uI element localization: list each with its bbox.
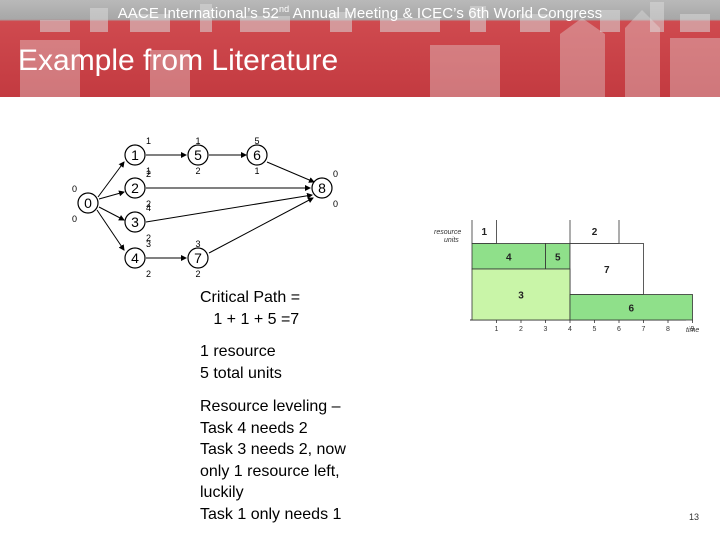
node-late-value: 0 bbox=[333, 199, 338, 209]
node-8: 80 0 bbox=[312, 169, 338, 209]
task-block-label: 2 bbox=[592, 227, 598, 238]
x-tick-label: 8 bbox=[666, 326, 670, 333]
x-tick-label: 5 bbox=[593, 326, 597, 333]
task-block-6: 6 bbox=[570, 295, 693, 321]
node-0: 000 bbox=[72, 184, 98, 224]
task-block-2: 2 bbox=[570, 220, 619, 244]
node-late-value: 2 bbox=[195, 166, 200, 176]
x-tick-label: 1 bbox=[495, 326, 499, 333]
node-6: 65 1 bbox=[247, 136, 267, 176]
y-axis-label-resource: resource bbox=[434, 229, 461, 236]
task-block-7: 7 bbox=[570, 244, 644, 295]
x-tick-label: 9 bbox=[691, 326, 695, 333]
task-block-label: 6 bbox=[628, 303, 634, 314]
task-block-label: 4 bbox=[506, 252, 512, 263]
node-early-value: 0 bbox=[333, 169, 338, 179]
header-banner: AACE International’s 52nd Annual Meeting… bbox=[0, 0, 720, 97]
edge-0-1 bbox=[98, 162, 124, 197]
conference-title: AACE International’s 52nd Annual Meeting… bbox=[0, 4, 720, 22]
node-label: 1 bbox=[131, 147, 139, 163]
task-block-1: 1 bbox=[472, 220, 497, 244]
x-tick-label: 3 bbox=[544, 326, 548, 333]
node-label: 8 bbox=[318, 180, 326, 196]
node-5: 51 2 bbox=[188, 136, 208, 176]
critical-path-text: Critical Path = 1 + 1 + 5 =7 bbox=[200, 287, 300, 330]
node-7: 73 2 bbox=[188, 239, 208, 277]
node-label: 0 bbox=[84, 195, 92, 211]
edge-6-8 bbox=[267, 162, 314, 182]
task-block-label: 5 bbox=[555, 252, 561, 263]
task-block-label: 3 bbox=[518, 291, 524, 302]
node-label: 2 bbox=[131, 180, 139, 196]
task-block-5: 5 bbox=[546, 244, 571, 270]
x-tick-label: 4 bbox=[568, 326, 572, 333]
x-tick-label: 7 bbox=[642, 326, 646, 333]
node-early-value: 3 bbox=[195, 239, 200, 249]
edge-3-8 bbox=[146, 195, 312, 222]
y-axis-label-units: units bbox=[444, 237, 459, 244]
page-number: 13 bbox=[689, 512, 699, 522]
node-late-value: 0 bbox=[72, 214, 77, 224]
node-label: 4 bbox=[131, 250, 139, 266]
node-late-value: 2 bbox=[195, 269, 200, 277]
node-early-value: 5 bbox=[254, 136, 259, 146]
node-early-value: 0 bbox=[72, 184, 77, 194]
node-early-value: 3 bbox=[146, 239, 151, 249]
edge-0-2 bbox=[99, 192, 124, 199]
node-early-value: 1 bbox=[195, 136, 200, 146]
node-early-value: 2 bbox=[146, 169, 151, 179]
task-block-3: 3 bbox=[472, 269, 570, 320]
x-tick-label: 6 bbox=[617, 326, 621, 333]
task-block-4: 4 bbox=[472, 244, 546, 270]
task-block-label: 1 bbox=[481, 227, 487, 238]
x-tick-label: 2 bbox=[519, 326, 523, 333]
edge-0-4 bbox=[97, 210, 124, 250]
task-block-label: 7 bbox=[604, 265, 610, 276]
node-early-value: 4 bbox=[146, 203, 151, 213]
node-early-value: 1 bbox=[146, 136, 151, 146]
node-label: 5 bbox=[194, 147, 202, 163]
edge-7-8 bbox=[209, 198, 313, 253]
node-late-value: 1 bbox=[254, 166, 259, 176]
node-label: 6 bbox=[253, 147, 261, 163]
node-3: 342 bbox=[125, 203, 151, 243]
node-label: 7 bbox=[194, 250, 202, 266]
slide-title: Example from Literature bbox=[18, 44, 338, 78]
node-label: 3 bbox=[131, 214, 139, 230]
node-late-value: 2 bbox=[146, 269, 151, 277]
